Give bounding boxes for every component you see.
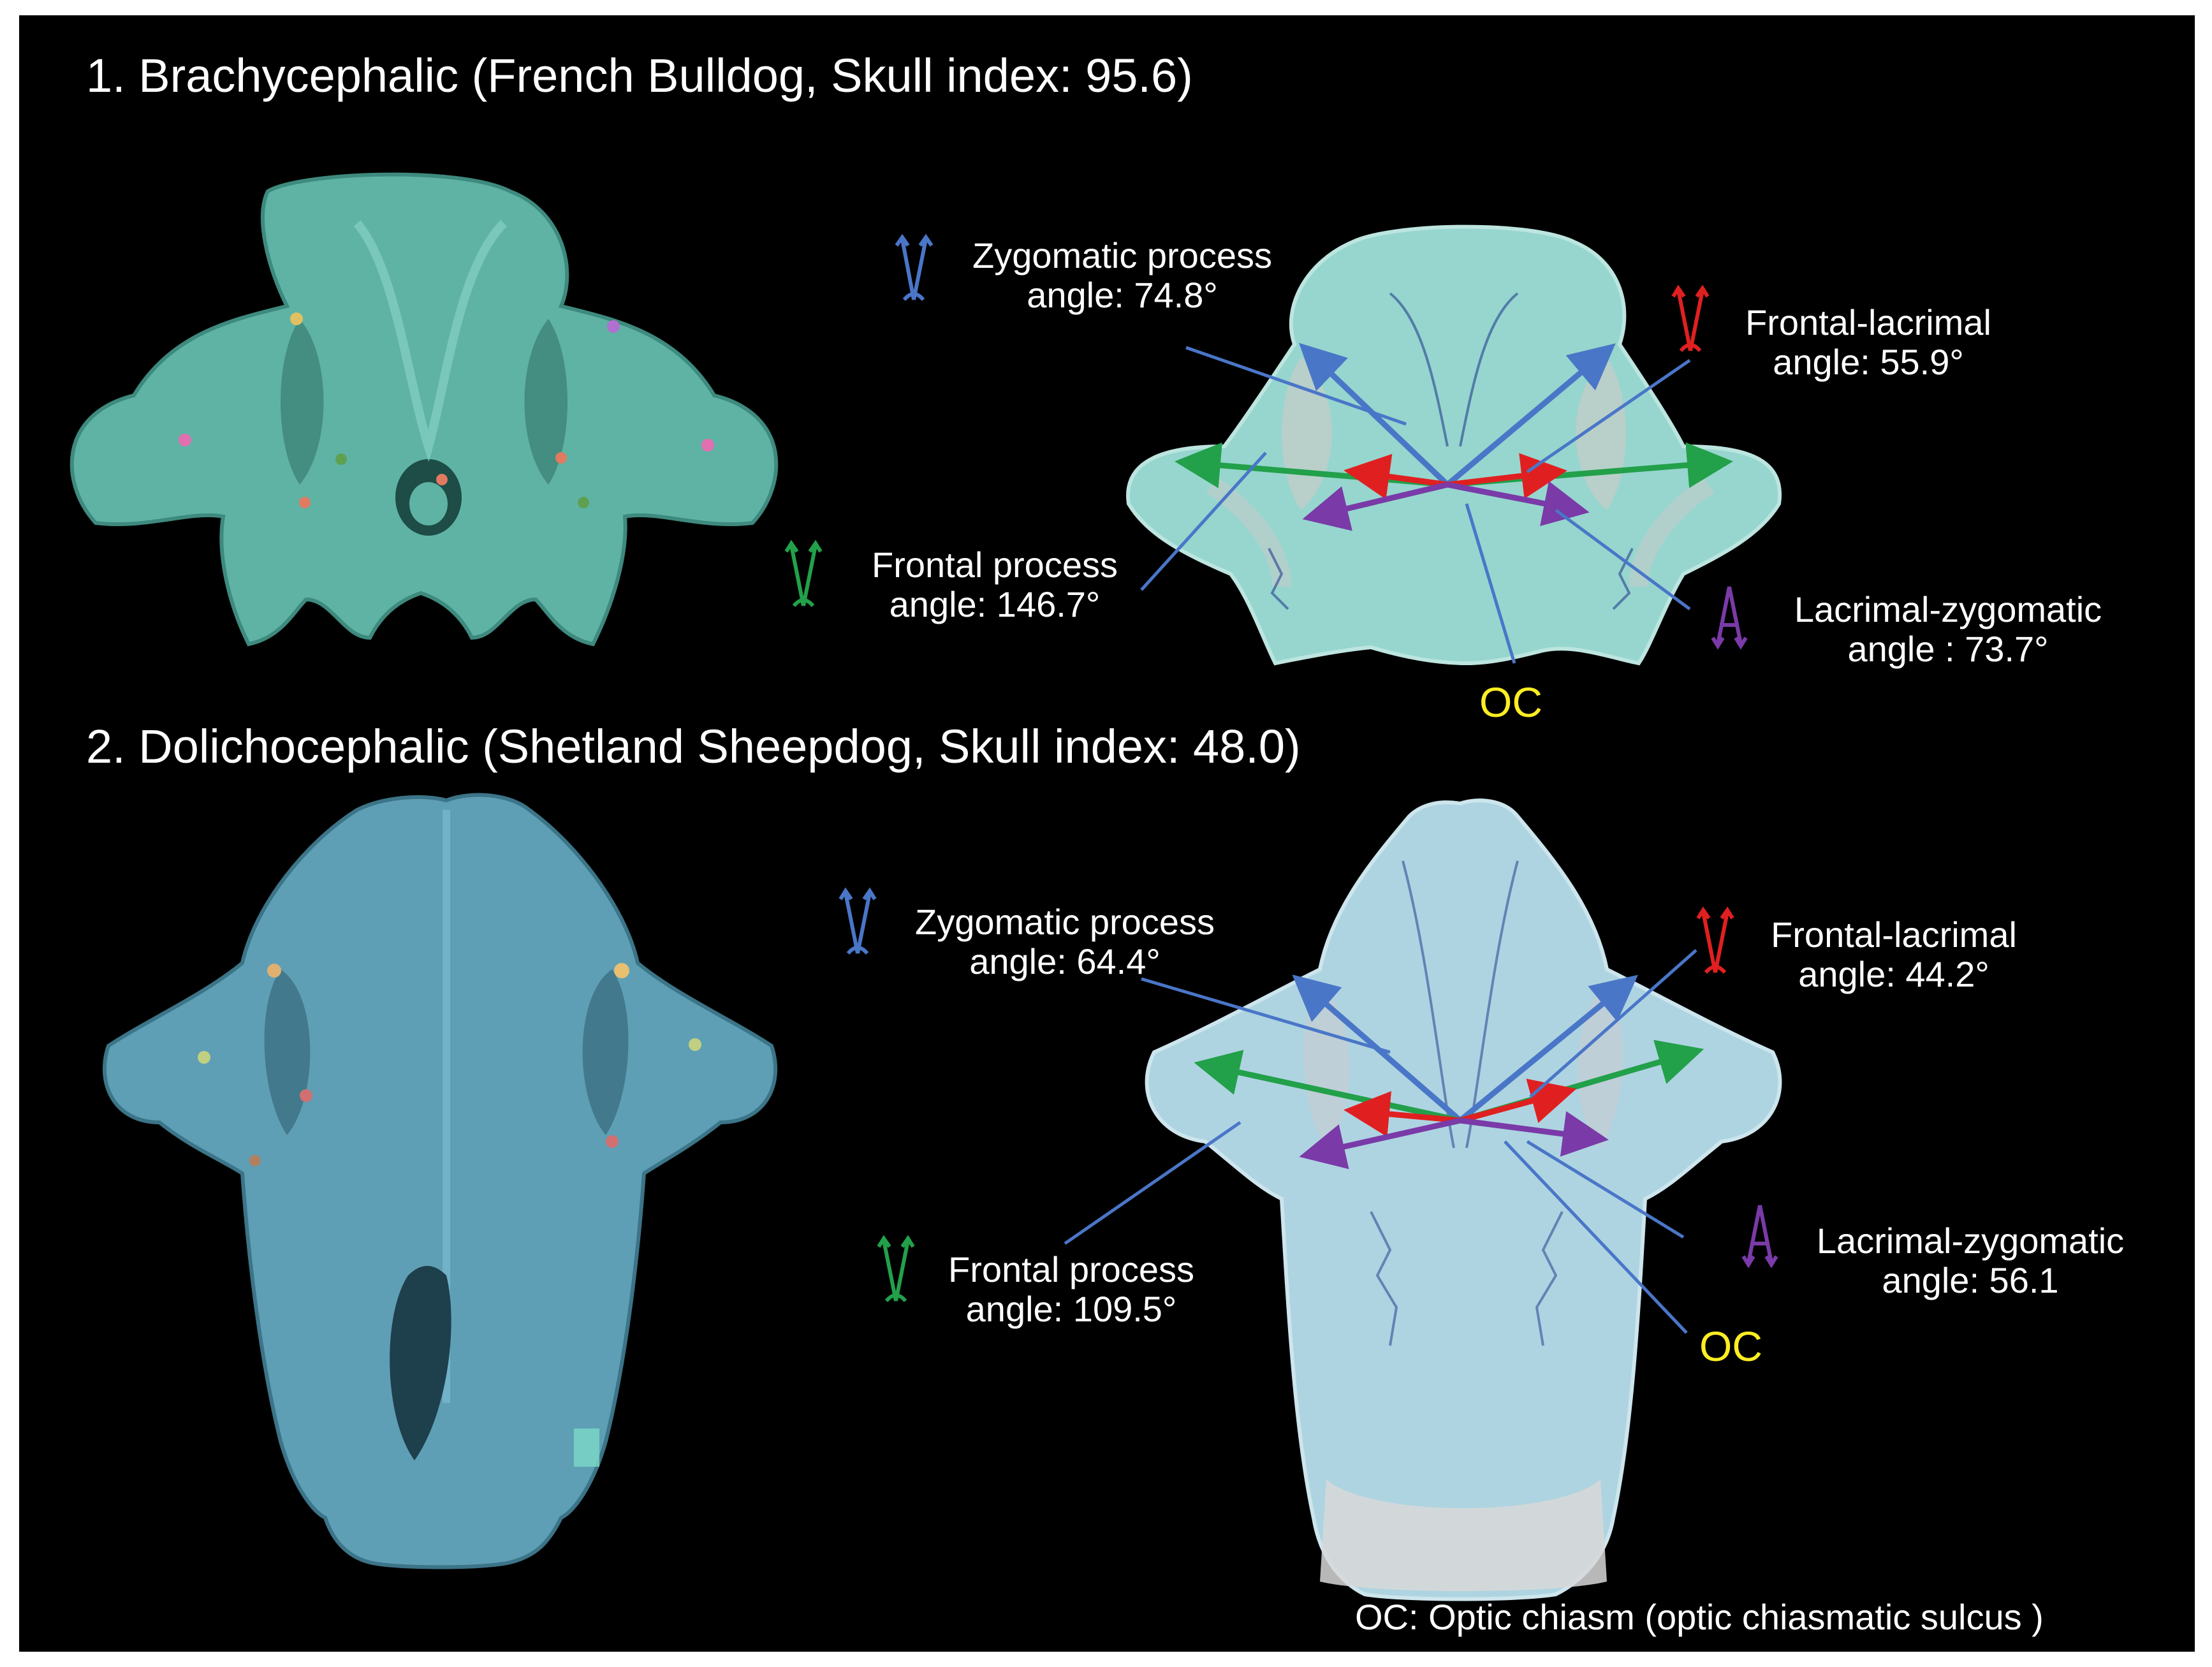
frontal-lacrimal-label-1-name: Frontal-lacrimal (1745, 302, 1991, 342)
lacrimal-zygomatic-label-2-name: Lacrimal-zygomatic (1816, 1221, 2125, 1261)
zygomatic-label-1: Zygomatic process angle: 74.8° (944, 236, 1301, 314)
zygomatic-label-2: Zygomatic process angle: 64.4° (886, 902, 1243, 981)
frontal-lacrimal-angle-glyph-1 (1671, 284, 1710, 353)
frontal-process-angle-glyph-1 (784, 540, 823, 608)
zygomatic-angle-glyph-2 (839, 887, 877, 955)
brachycephalic-skull-render (70, 172, 779, 647)
panel-2-title: 2. Dolichocephalic (Shetland Sheepdog, S… (86, 720, 1301, 773)
panel-1-title: 1. Brachycephalic (French Bulldog, Skull… (86, 49, 1193, 102)
frontal-lacrimal-label-1-angle: angle: 55.9° (1773, 341, 1964, 382)
dolichocephalic-skull-render (102, 793, 778, 1569)
dolichocephalic-leader-lines (1064, 949, 1697, 1334)
lacrimal-zygomatic-label-1: Lacrimal-zygomatic angle : 73.7° (1763, 590, 2133, 668)
footnote: OC: Optic chiasm (optic chiasmatic sulcu… (1355, 1597, 2044, 1637)
oc-label-1: OC (1479, 679, 1542, 726)
frontal-process-label-2-angle: angle: 109.5° (965, 1288, 1177, 1329)
lacrimal-zygomatic-label-1-name: Lacrimal-zygomatic (1794, 589, 2102, 629)
lacrimal-zygomatic-angle-glyph-1 (1711, 586, 1748, 650)
lacrimal-zygomatic-label-2-angle: angle: 56.1 (1882, 1259, 2059, 1300)
frontal-lacrimal-angle-glyph-2 (1696, 906, 1734, 974)
frontal-process-label-1-name: Frontal process (872, 545, 1118, 585)
oc-label-2: OC (1699, 1323, 1762, 1370)
zygomatic-label-2-name: Zygomatic process (915, 902, 1215, 942)
brachycephalic-angle-arrows (1175, 342, 1733, 531)
frontal-lacrimal-label-2-name: Frontal-lacrimal (1771, 914, 2017, 955)
frontal-process-label-2-name: Frontal process (948, 1249, 1194, 1289)
lacrimal-zygomatic-label-2: Lacrimal-zygomatic angle: 56.1 (1785, 1221, 2155, 1300)
frontal-process-label-1: Frontal process angle: 146.7° (842, 545, 1148, 624)
zygomatic-label-1-name: Zygomatic process (972, 235, 1272, 275)
frontal-lacrimal-label-1: Frontal-lacrimal angle: 55.9° (1715, 303, 2021, 381)
lacrimal-zygomatic-angle-glyph-2 (1741, 1205, 1778, 1268)
zygomatic-label-2-angle: angle: 64.4° (969, 941, 1161, 981)
frontal-process-label-2: Frontal process angle: 109.5° (918, 1250, 1224, 1328)
zygomatic-label-1-angle: angle: 74.8° (1027, 274, 1218, 315)
brachycephalic-leader-lines (1140, 346, 1691, 664)
frontal-process-angle-glyph-2 (877, 1235, 915, 1303)
dolichocephalic-angle-arrows (1194, 974, 1704, 1170)
frontal-lacrimal-label-2-angle: angle: 44.2° (1798, 953, 1989, 994)
lacrimal-zygomatic-label-1-angle: angle : 73.7° (1847, 628, 2049, 669)
frontal-process-label-1-angle: angle: 146.7° (889, 584, 1101, 624)
zygomatic-angle-glyph-1 (895, 233, 934, 302)
frontal-lacrimal-label-2: Frontal-lacrimal angle: 44.2° (1741, 915, 2047, 994)
